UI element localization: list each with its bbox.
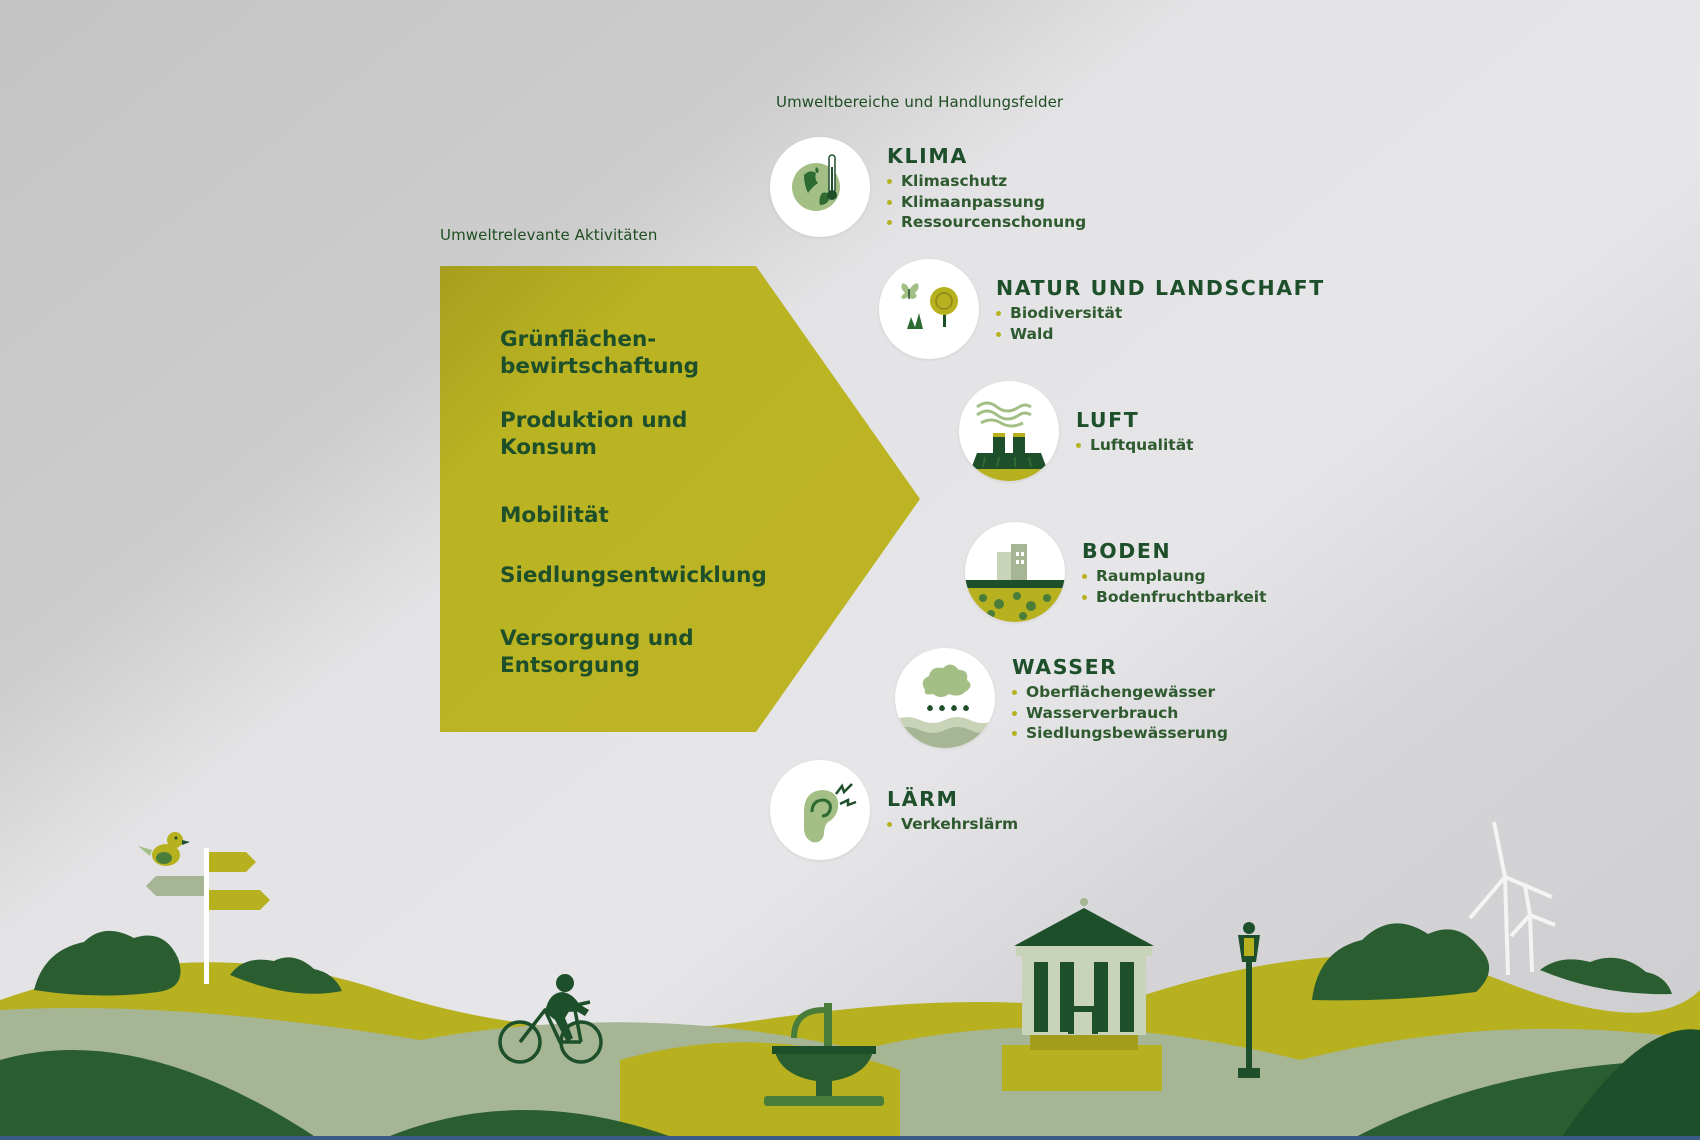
category-natur-items: Biodiversität Wald bbox=[996, 303, 1122, 344]
cyclist-rider bbox=[545, 974, 589, 1042]
cloud-rain-water-icon bbox=[895, 648, 995, 748]
category-klima-title: KLIMA bbox=[887, 144, 968, 168]
list-item: Wald bbox=[996, 324, 1122, 345]
category-laerm-title: LÄRM bbox=[887, 787, 959, 811]
category-luft-items: Luftqualität bbox=[1076, 435, 1194, 456]
pavilion-icon bbox=[1002, 898, 1162, 1091]
category-boden-title: BODEN bbox=[1082, 539, 1172, 563]
list-item: Klimaschutz bbox=[887, 171, 1086, 192]
list-item: Wasserverbrauch bbox=[1012, 703, 1228, 724]
list-item: Verkehrslärm bbox=[887, 814, 1018, 835]
list-item: Klimaanpassung bbox=[887, 192, 1086, 213]
category-wasser-items: Oberflächengewässer Wasserverbrauch Sied… bbox=[1012, 682, 1228, 744]
activity-versorgung: Versorgung und Entsorgung bbox=[500, 626, 694, 678]
category-wasser-title: WASSER bbox=[1012, 655, 1118, 679]
globe-thermometer-icon bbox=[770, 137, 870, 237]
activities-arrow bbox=[440, 266, 920, 732]
activity-mobilitaet: Mobilität bbox=[500, 503, 609, 528]
fields-header: Umweltbereiche und Handlungsfelder bbox=[776, 93, 1064, 111]
activity-produktion: Produktion und Konsum bbox=[500, 408, 688, 460]
list-item: Ressourcenschonung bbox=[887, 212, 1086, 233]
factory-smoke-icon bbox=[959, 381, 1059, 481]
category-klima-items: Klimaschutz Klimaanpassung Ressourcensch… bbox=[887, 171, 1086, 233]
signpost-icon bbox=[138, 832, 270, 984]
list-item: Bodenfruchtbarkeit bbox=[1082, 587, 1267, 608]
activity-gruenflaechen: Grünflächen- bewirtschaftung bbox=[500, 327, 700, 379]
category-natur-title: NATUR UND LANDSCHAFT bbox=[996, 276, 1325, 300]
bush-right bbox=[1312, 923, 1672, 1001]
list-item: Biodiversität bbox=[996, 303, 1122, 324]
category-boden-items: Raumplaung Bodenfruchtbarkeit bbox=[1082, 566, 1267, 607]
ear-noise-icon bbox=[770, 760, 870, 860]
bush-left bbox=[34, 930, 342, 996]
list-item: Oberflächengewässer bbox=[1012, 682, 1228, 703]
list-item: Siedlungsbewässerung bbox=[1012, 723, 1228, 744]
bottom-bar bbox=[0, 1136, 1700, 1140]
fountain-icon bbox=[764, 1003, 884, 1106]
building-soil-icon bbox=[965, 522, 1065, 622]
activity-siedlung: Siedlungsentwicklung bbox=[500, 563, 767, 588]
wind-turbine-icon bbox=[1468, 821, 1556, 976]
list-item: Raumplaung bbox=[1082, 566, 1267, 587]
category-luft-title: LUFT bbox=[1076, 408, 1140, 432]
butterfly-tree-icon bbox=[879, 259, 979, 359]
activities-header: Umweltrelevante Aktivitäten bbox=[440, 226, 658, 244]
category-laerm-items: Verkehrslärm bbox=[887, 814, 1018, 835]
list-item: Luftqualität bbox=[1076, 435, 1194, 456]
street-lamp-icon bbox=[1238, 922, 1260, 1078]
